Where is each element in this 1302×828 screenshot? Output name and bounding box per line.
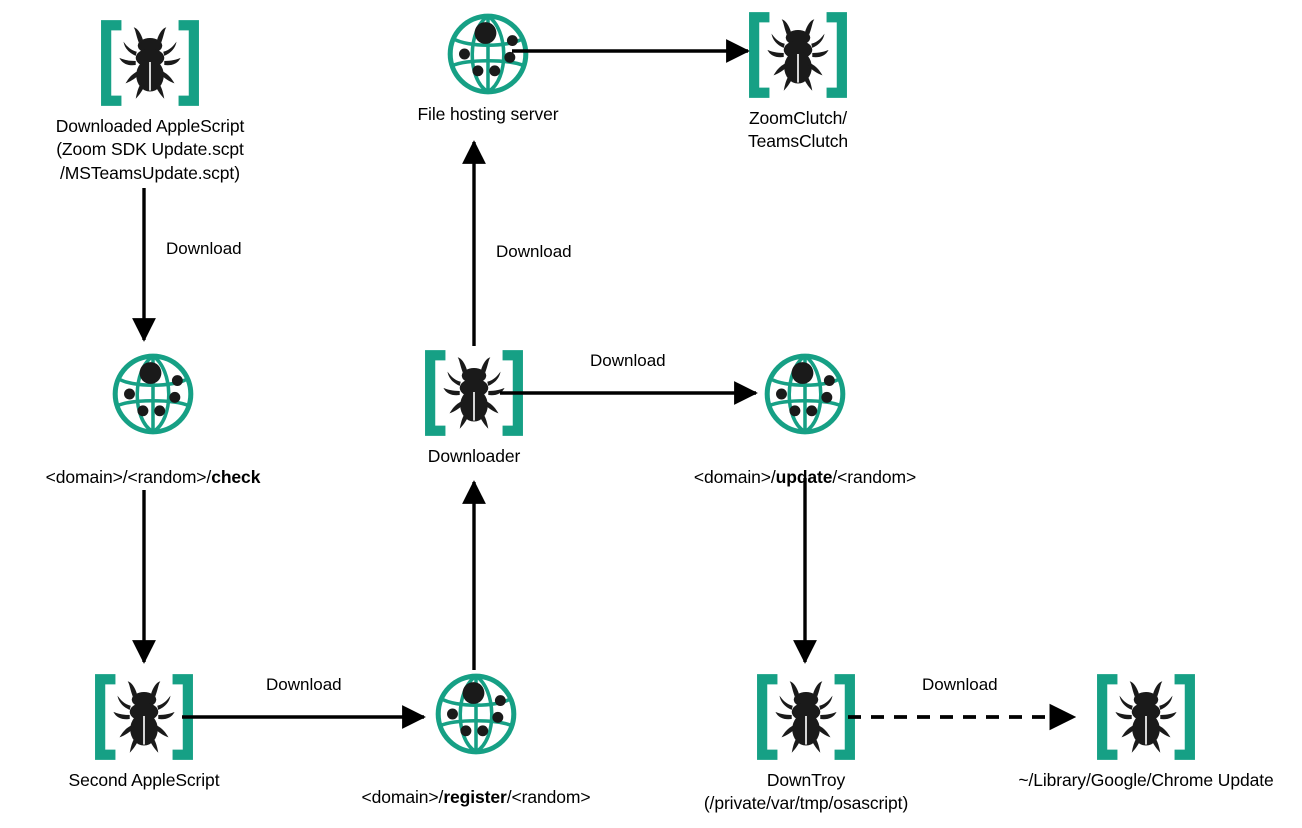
edge-server-to-clutch bbox=[512, 39, 750, 63]
network-globe-icon bbox=[111, 352, 195, 436]
node-file-hosting-server[interactable]: File hosting server bbox=[388, 12, 588, 126]
node-caption: <domain>/register/<random> bbox=[362, 763, 591, 810]
node-zoomclutch-teamsclutch[interactable]: ZoomClutch/ TeamsClutch bbox=[700, 10, 896, 154]
network-globe-icon bbox=[434, 672, 518, 756]
edge-downtroy-to-chrome bbox=[848, 703, 1077, 731]
node-caption-bold: update bbox=[775, 467, 833, 488]
node-caption-plain: <domain>/ bbox=[361, 787, 444, 808]
bug-in-brackets-icon bbox=[755, 672, 857, 762]
node-caption-plain: <domain>/ bbox=[693, 467, 776, 488]
node-caption: <domain>/<random>/check bbox=[46, 443, 261, 490]
node-caption: Downloader bbox=[427, 446, 521, 466]
node-caption: Downloaded AppleScript (Zoom SDK Update.… bbox=[55, 116, 245, 183]
node-caption-plain-2: /<random> bbox=[832, 467, 917, 488]
edge-label-download-4: Download bbox=[266, 675, 342, 694]
node-caption-plain-2: /<random> bbox=[506, 787, 591, 808]
node-domain-register-random[interactable]: <domain>/register/<random> bbox=[360, 672, 592, 810]
edge-update-to-downtroy bbox=[793, 478, 817, 664]
node-caption: ~/Library/Google/Chrome Update bbox=[1018, 770, 1274, 790]
edge-downloader-to-update bbox=[500, 381, 758, 405]
bug-in-brackets-icon bbox=[747, 10, 849, 100]
node-caption-bold: register bbox=[443, 787, 507, 808]
edge-applescript-to-check bbox=[132, 188, 156, 342]
edge-second-to-register bbox=[182, 705, 426, 729]
node-chrome-update[interactable]: ~/Library/Google/Chrome Update bbox=[1000, 672, 1292, 792]
node-downloaded-applescript[interactable]: Downloaded AppleScript (Zoom SDK Update.… bbox=[20, 18, 280, 185]
node-caption-plain: <domain>/<random>/ bbox=[45, 467, 212, 488]
node-caption-bold: check bbox=[211, 467, 261, 488]
edge-label-download-1: Download bbox=[166, 239, 242, 258]
bug-in-brackets-icon bbox=[99, 18, 201, 108]
edge-label-download-3: Download bbox=[590, 351, 666, 370]
node-caption: <domain>/update/<random> bbox=[694, 443, 916, 490]
bug-in-brackets-icon bbox=[1095, 672, 1197, 762]
node-second-applescript[interactable]: Second AppleScript bbox=[44, 672, 244, 792]
node-domain-update-random[interactable]: <domain>/update/<random> bbox=[690, 352, 920, 490]
edge-label-download-5: Download bbox=[922, 675, 998, 694]
node-caption: ZoomClutch/ TeamsClutch bbox=[747, 108, 849, 152]
node-caption: DownTroy (/private/var/tmp/osascript) bbox=[703, 770, 909, 814]
edge-register-to-downloader bbox=[462, 480, 486, 670]
node-downloader[interactable]: Downloader bbox=[374, 348, 574, 468]
edge-downloader-to-server bbox=[462, 140, 486, 346]
network-globe-icon bbox=[763, 352, 847, 436]
edge-label-download-2: Download bbox=[496, 242, 572, 261]
node-downtroy[interactable]: DownTroy (/private/var/tmp/osascript) bbox=[688, 672, 924, 816]
node-caption: Second AppleScript bbox=[68, 770, 220, 790]
node-domain-random-check[interactable]: <domain>/<random>/check bbox=[38, 352, 268, 490]
edge-check-to-second bbox=[132, 490, 156, 664]
node-caption: File hosting server bbox=[417, 104, 559, 124]
